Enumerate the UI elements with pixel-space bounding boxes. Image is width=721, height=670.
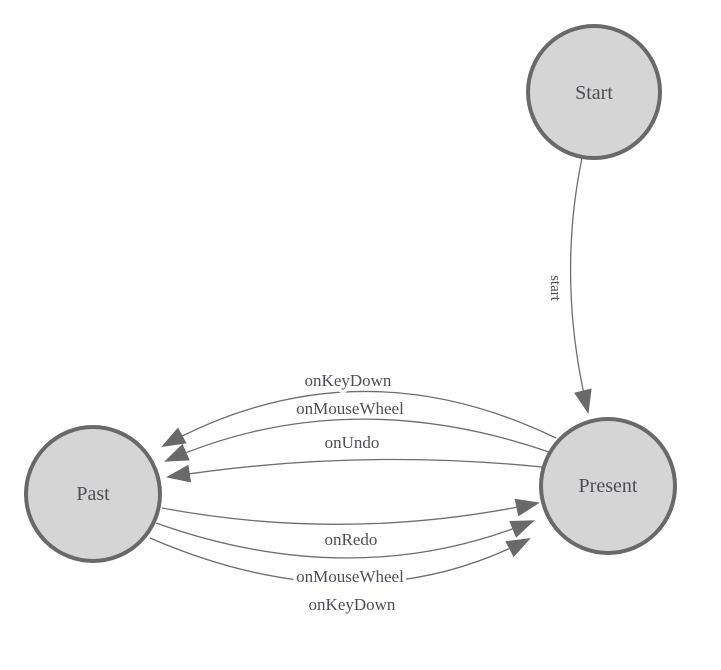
node-present-label: Present	[579, 475, 638, 497]
edge-label-onundo: onUndo	[325, 433, 380, 452]
edge-onmousewheel-present-to-past[interactable]	[164, 418, 550, 462]
node-past[interactable]: Past	[24, 425, 162, 563]
node-start-shape	[526, 24, 662, 160]
edge-label-onkeydown-top: onKeyDown	[305, 371, 392, 390]
edge-onundo-present-to-past[interactable]	[166, 458, 543, 483]
edge-label-onmousewheel-bottom: onMouseWheel	[296, 567, 404, 586]
edge-onkeydown-present-to-past[interactable]	[161, 390, 557, 447]
node-start[interactable]: Start	[526, 24, 662, 160]
edge-label-onredo: onRedo	[325, 530, 378, 549]
nodes-layer: Start Present Past	[24, 24, 677, 563]
edge-onredo-past-to-present[interactable]	[161, 498, 540, 525]
edge-label-onmousewheel-top: onMouseWheel	[296, 399, 404, 418]
edge-label-onkeydown-bottom: onKeyDown	[309, 595, 396, 614]
node-past-label: Past	[76, 483, 110, 505]
node-present-shape	[539, 417, 677, 555]
node-start-label: Start	[575, 82, 613, 104]
edge-start-to-present[interactable]	[569, 157, 592, 414]
node-past-shape	[24, 425, 162, 563]
edge-label-start: start	[547, 275, 563, 302]
edge-labels-layer: start onKeyDown onMouseWheel onUndo onRe…	[293, 272, 567, 618]
edges-layer	[149, 157, 592, 584]
edge-onmousewheel-past-to-present[interactable]	[155, 520, 535, 559]
edge-onkeydown-past-to-present[interactable]	[149, 537, 531, 584]
node-present[interactable]: Present	[539, 417, 677, 555]
